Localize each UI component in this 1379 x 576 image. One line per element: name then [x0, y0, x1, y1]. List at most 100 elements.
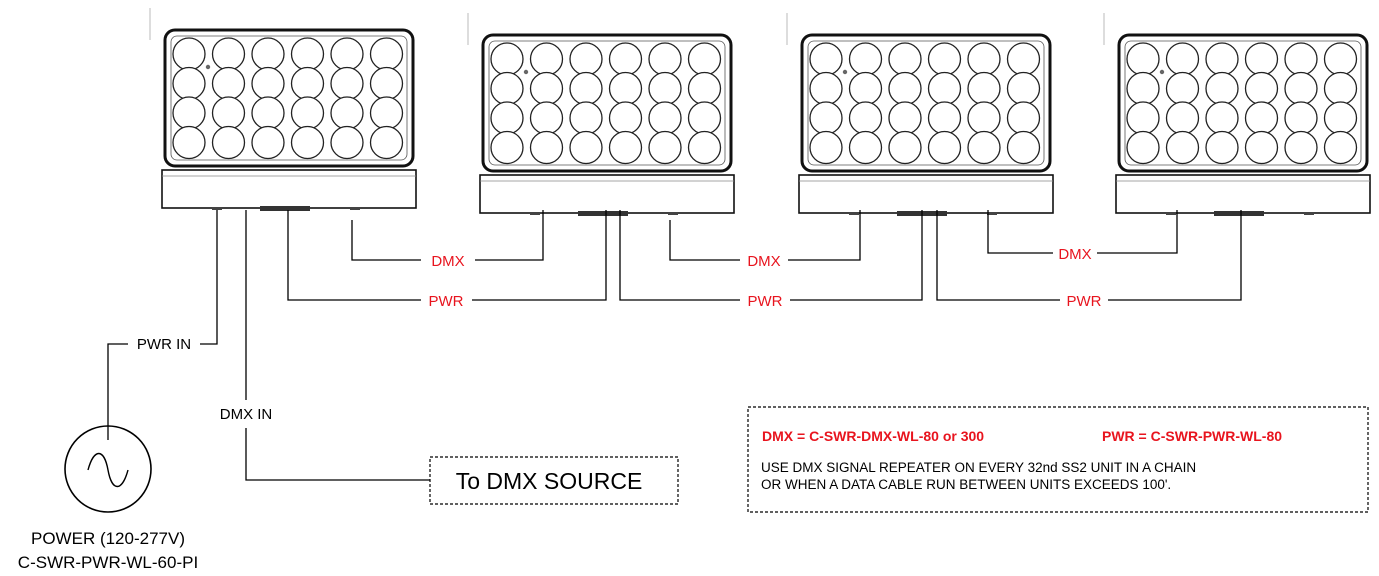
led-lens [809, 130, 843, 165]
led-lens [490, 71, 524, 106]
led-lens [1126, 101, 1160, 135]
sensor-dot [842, 69, 848, 75]
legend-dmx-key: DMX = C-SWR-DMX-WL-80 or 300 [762, 428, 984, 444]
led-lens [290, 96, 325, 130]
led-lens [687, 101, 722, 135]
led-lens [211, 66, 246, 101]
led-lens [369, 125, 404, 160]
led-lens [1284, 42, 1318, 76]
led-lens [888, 42, 922, 76]
led-lens [848, 101, 883, 135]
dmx-label-2: DMX [747, 253, 780, 270]
legend-box [747, 406, 1369, 513]
led-lens [569, 42, 603, 76]
fixture-connector-left [530, 212, 540, 215]
led-lens [1205, 42, 1239, 76]
led-panel-inner [807, 40, 1045, 166]
led-lens [809, 101, 843, 135]
ac-power-symbol [64, 425, 152, 513]
led-lens [330, 37, 364, 71]
dmx-label-3: DMX [1058, 246, 1091, 263]
led-lens [251, 96, 285, 130]
led-lens [648, 130, 682, 165]
led-lens [967, 101, 1001, 135]
led-lens [569, 101, 603, 135]
led-lens [569, 130, 603, 165]
dmx-link-wire-1 [351, 210, 544, 261]
pwr-in-wire [107, 210, 218, 440]
led-lens [1284, 130, 1318, 165]
led-lens [290, 37, 325, 71]
led-lens [290, 125, 325, 160]
pwr-link-wire-2 [619, 210, 923, 301]
led-lens [1284, 101, 1318, 135]
led-lens [848, 130, 883, 165]
pwr-in-label: PWR IN [137, 336, 191, 353]
led-lens [1323, 71, 1358, 106]
fixture-2 [467, 13, 735, 216]
pwr-label-1: PWR [429, 293, 464, 310]
led-lens [251, 125, 285, 160]
led-lens [1006, 130, 1041, 165]
led-lens [888, 130, 922, 165]
fixture-4 [1103, 13, 1371, 216]
led-lens [330, 96, 364, 130]
dmx-link-wire-3 [987, 210, 1178, 254]
led-lens [1323, 130, 1358, 165]
led-lens [927, 42, 962, 76]
led-lens [330, 125, 364, 160]
fixture-connector-left [1166, 212, 1176, 215]
pwr-link-wire-1 [287, 210, 607, 301]
led-lens [888, 71, 922, 106]
led-lens [608, 71, 643, 106]
sensor-dot [1159, 69, 1165, 75]
legend-pwr-key: PWR = C-SWR-PWR-WL-80 [1102, 428, 1282, 444]
legend-note-line2: OR WHEN A DATA CABLE RUN BETWEEN UNITS E… [761, 477, 1171, 492]
led-panel-inner [170, 35, 408, 161]
dmx-in-wire [245, 210, 430, 481]
led-lens [648, 71, 682, 106]
led-lens [1244, 42, 1279, 76]
led-lens [809, 42, 843, 76]
led-lens [927, 101, 962, 135]
led-lens [490, 42, 524, 76]
led-lens [927, 130, 962, 165]
fixture-connector-center [1214, 211, 1264, 216]
led-lens [1244, 130, 1279, 165]
led-lens [330, 66, 364, 101]
led-lens [687, 42, 722, 76]
led-lens [1006, 42, 1041, 76]
led-lens [848, 71, 883, 106]
led-lens [1205, 101, 1239, 135]
fixture-1 [149, 8, 417, 211]
led-panel-inner [488, 40, 726, 166]
led-lens [1165, 42, 1200, 76]
led-lens [687, 71, 722, 106]
led-lens [967, 42, 1001, 76]
power-source-line2: C-SWR-PWR-WL-60-PI [18, 553, 198, 572]
led-lens [927, 71, 962, 106]
led-lens [888, 101, 922, 135]
power-source-line1: POWER (120-277V) [31, 529, 185, 548]
fixture-connector-right [1304, 212, 1314, 215]
fixture-3 [786, 13, 1054, 216]
led-lens [1284, 71, 1318, 106]
led-lens [1126, 130, 1160, 165]
led-lens [529, 71, 564, 106]
led-lens [608, 130, 643, 165]
led-lens [1126, 42, 1160, 76]
led-lens [569, 71, 603, 106]
led-lens [211, 125, 246, 160]
led-panel-inner [1124, 40, 1362, 166]
pwr-label-2: PWR [748, 293, 783, 310]
led-lens [172, 66, 206, 101]
led-lens [687, 130, 722, 165]
led-lens [608, 101, 643, 135]
sensor-dot [523, 69, 529, 75]
led-lens [1006, 101, 1041, 135]
led-lens [608, 42, 643, 76]
dmx-label-1: DMX [431, 253, 464, 270]
led-lens [211, 96, 246, 130]
dmx-link-wire-2 [669, 210, 861, 261]
